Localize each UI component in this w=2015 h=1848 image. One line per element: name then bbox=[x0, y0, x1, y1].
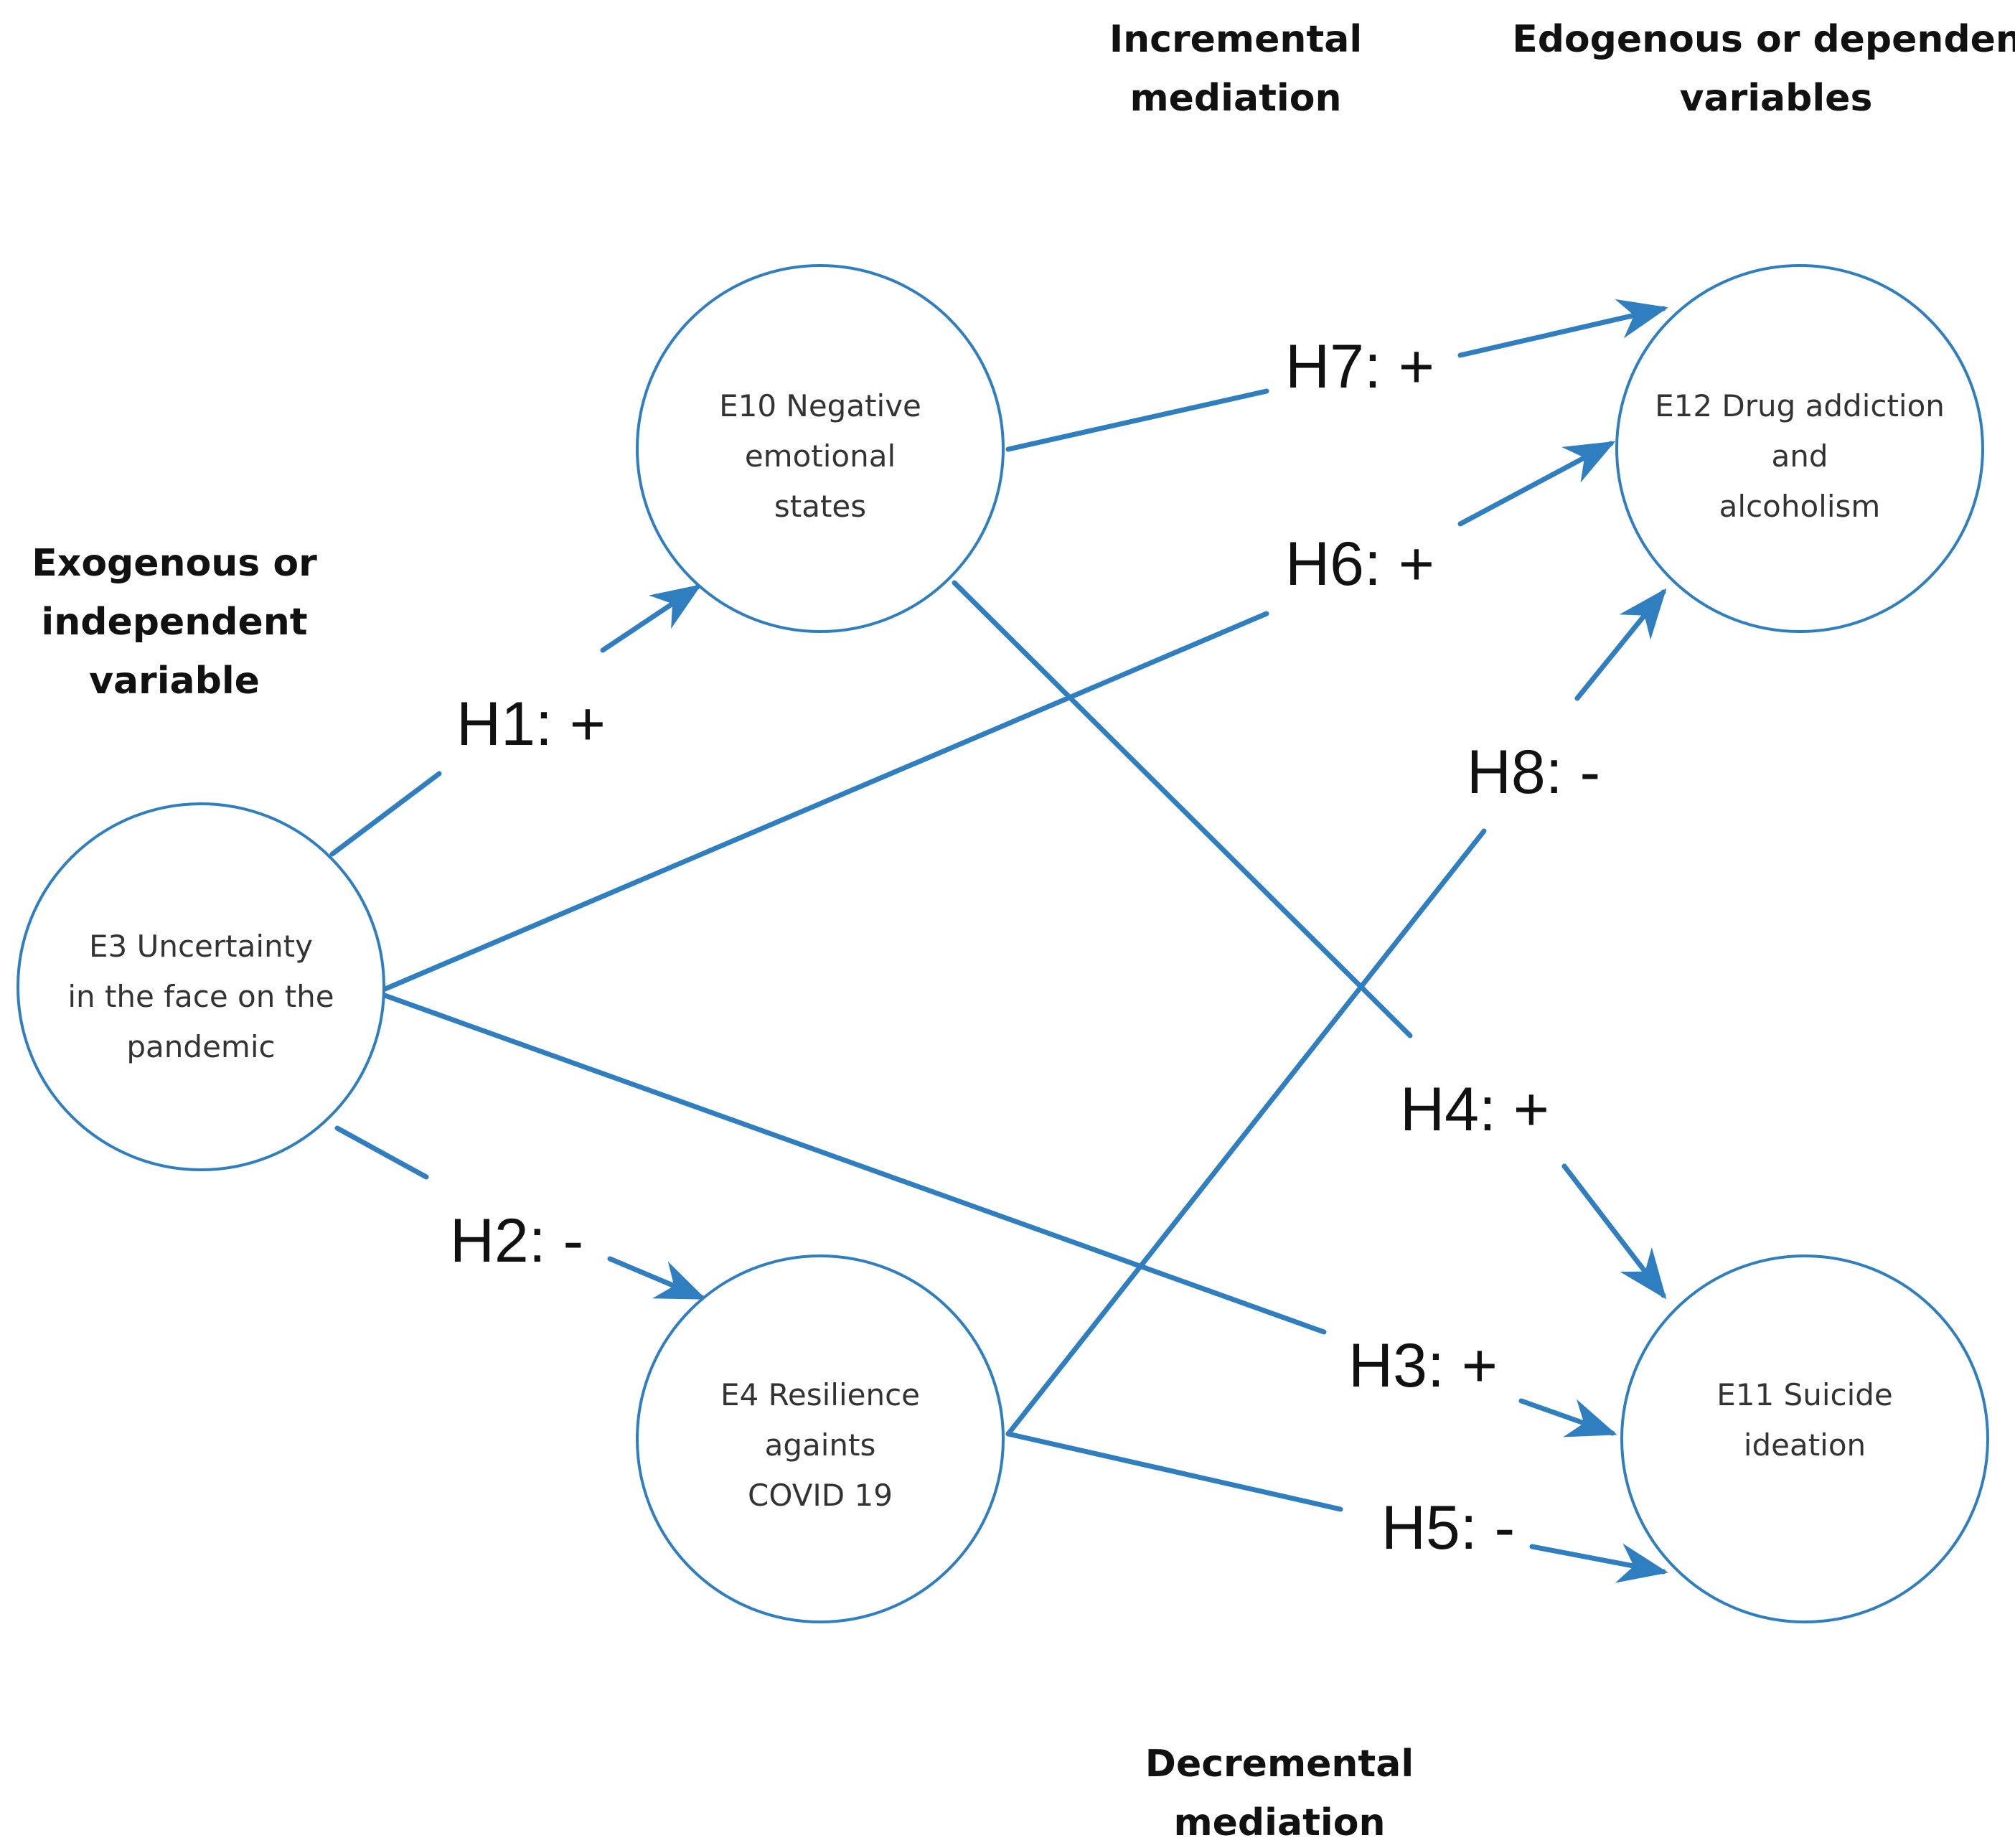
node-e10-line-1: E10 Negative bbox=[719, 388, 921, 423]
node-e4-resilience: E4 Resilience againts COVID 19 bbox=[636, 1254, 1005, 1623]
edge-h2: H2: - bbox=[334, 1125, 707, 1300]
edge-h5-segment-arrow bbox=[1529, 1543, 1668, 1583]
edge-h1-segment-start bbox=[329, 771, 442, 857]
node-e4-line-3: COVID 19 bbox=[748, 1478, 893, 1513]
node-e4-circle bbox=[636, 1254, 1005, 1623]
edge-h1-segment-arrow bbox=[600, 584, 702, 653]
heading-exogenous-line-1: Exogenous or bbox=[32, 542, 317, 585]
heading-exogenous-line-3: variable bbox=[89, 660, 260, 703]
edge-h6: H6: + bbox=[374, 441, 1616, 995]
edge-h3-segment-start bbox=[374, 990, 1327, 1335]
node-e10-line-2: emotional bbox=[745, 438, 896, 474]
edge-h5: H5: - bbox=[1005, 1431, 1668, 1583]
node-e12-line-1: E12 Drug addiction bbox=[1655, 388, 1945, 423]
node-e10-circle bbox=[636, 264, 1005, 633]
heading-decremental-line-2: mediation bbox=[1173, 1801, 1385, 1844]
node-e12-drug-addiction: E12 Drug addiction and alcoholism bbox=[1615, 264, 1984, 633]
node-e11-circle bbox=[1620, 1254, 1989, 1623]
heading-exogenous-line-2: independent bbox=[41, 601, 307, 644]
edge-label-h4: H4: + bbox=[1400, 1075, 1549, 1144]
node-e10-line-3: states bbox=[774, 489, 866, 524]
edge-h8-segment-arrow bbox=[1574, 588, 1667, 701]
edge-label-h1: H1: + bbox=[456, 690, 606, 759]
edge-h8-segment-start bbox=[1005, 828, 1487, 1437]
heading-incremental-line-1: Incremental bbox=[1109, 18, 1362, 61]
node-e3-uncertainty: E3 Uncertainty in the face on the pandem… bbox=[17, 802, 385, 1171]
node-e3-line-2: in the face on the bbox=[67, 979, 334, 1014]
node-e12-circle bbox=[1615, 264, 1984, 633]
edge-h3: H3: + bbox=[374, 990, 1617, 1437]
node-e11-line-2: ideation bbox=[1744, 1427, 1866, 1463]
edge-label-h8: H8: - bbox=[1467, 738, 1600, 807]
edge-h2-segment-start bbox=[334, 1125, 429, 1180]
edge-h1: H1: + bbox=[329, 584, 702, 857]
node-e12-line-3: alcoholism bbox=[1719, 489, 1881, 524]
node-e4-line-2: againts bbox=[765, 1427, 876, 1463]
node-e10-negative-emotional-states: E10 Negative emotional states bbox=[636, 264, 1005, 633]
edge-h4-segment-start bbox=[952, 580, 1413, 1038]
edge-h4: H4: + bbox=[952, 580, 1667, 1300]
heading-incremental-mediation: Incremental mediation bbox=[1109, 18, 1362, 120]
heading-endogenous-line-2: variables bbox=[1680, 77, 1873, 120]
node-e3-line-3: pandemic bbox=[126, 1029, 275, 1064]
node-e11-suicide-ideation: E11 Suicide ideation bbox=[1620, 1254, 1989, 1623]
edge-label-h3: H3: + bbox=[1348, 1331, 1498, 1400]
edge-label-h7: H7: + bbox=[1285, 332, 1434, 401]
node-e4-line-1: E4 Resilience bbox=[720, 1377, 920, 1412]
node-e3-line-1: E3 Uncertainty bbox=[89, 929, 313, 964]
node-e3-circle bbox=[17, 802, 385, 1171]
edge-h8: H8: - bbox=[1005, 588, 1667, 1437]
node-e12-line-2: and bbox=[1771, 438, 1828, 474]
heading-decremental-line-1: Decremental bbox=[1145, 1743, 1414, 1786]
heading-incremental-line-2: mediation bbox=[1129, 77, 1341, 120]
edge-label-h6: H6: + bbox=[1285, 530, 1434, 599]
edge-h4-segment-arrow bbox=[1561, 1163, 1667, 1300]
edge-h6-segment-start bbox=[374, 611, 1269, 995]
edge-h3-segment-arrow bbox=[1518, 1398, 1617, 1437]
heading-endogenous: Edogenous or dependent variables bbox=[1512, 18, 2015, 120]
edge-label-h2: H2: - bbox=[450, 1206, 583, 1275]
edge-h7: H7: + bbox=[1005, 299, 1668, 452]
edge-h2-segment-arrow bbox=[607, 1256, 707, 1300]
heading-exogenous: Exogenous or independent variable bbox=[32, 542, 317, 703]
edge-h5-segment-start bbox=[1005, 1431, 1343, 1512]
edge-label-h5: H5: - bbox=[1381, 1493, 1515, 1562]
node-e11-line-1: E11 Suicide bbox=[1716, 1377, 1893, 1412]
heading-decremental-mediation: Decremental mediation bbox=[1145, 1743, 1414, 1844]
heading-endogenous-line-1: Edogenous or dependent bbox=[1512, 18, 2015, 61]
edge-h6-segment-arrow bbox=[1457, 441, 1616, 527]
edge-h7-segment-arrow bbox=[1457, 299, 1668, 358]
edge-h7-segment-start bbox=[1005, 388, 1269, 452]
